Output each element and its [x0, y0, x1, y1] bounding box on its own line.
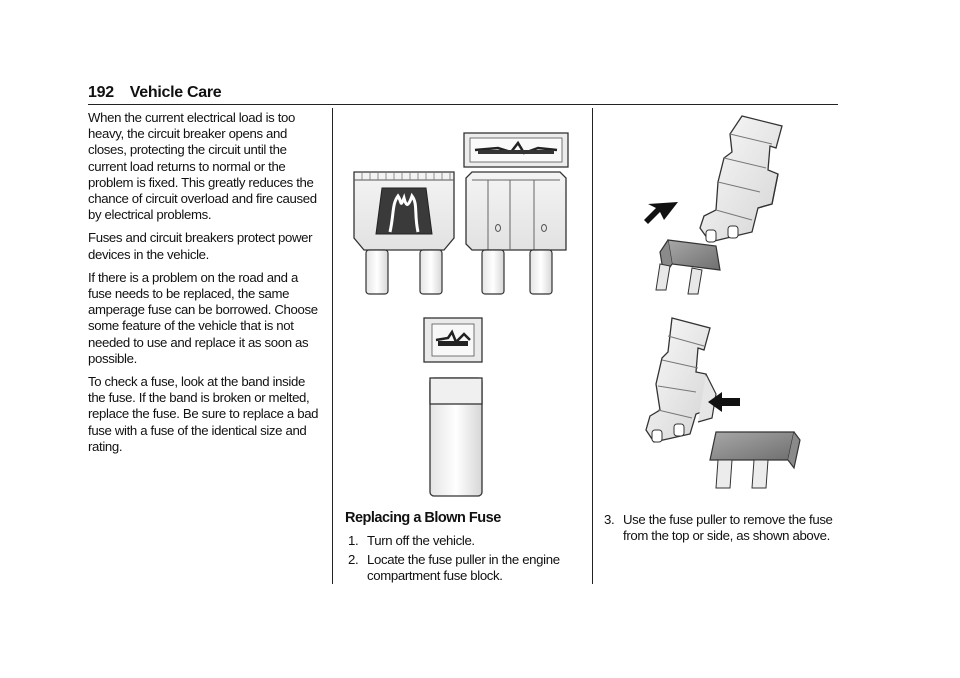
- mini-fuse-top-view: [463, 132, 569, 168]
- step-1: 1. Turn off the vehicle.: [348, 533, 582, 549]
- header-rule: [88, 104, 838, 105]
- mini-fuse-top-removal: [655, 239, 721, 295]
- steps-list-column-3: 3. Use the fuse puller to remove the fus…: [604, 512, 840, 547]
- paragraph-circuit-breaker: When the current electrical load is too …: [88, 110, 317, 223]
- step-3: 3. Use the fuse puller to remove the fus…: [604, 512, 840, 544]
- maxi-fuse-side-view: [429, 377, 483, 497]
- page-number: 192: [88, 84, 114, 101]
- section-title: Vehicle Care: [129, 84, 222, 101]
- paragraph-borrow-fuse: If there is a problem on the road and a …: [88, 269, 318, 366]
- step-2: 2. Locate the fuse puller in the engine …: [348, 552, 582, 584]
- steps-list-column-2: 1. Turn off the vehicle. 2. Locate the f…: [348, 533, 582, 588]
- step-text: Locate the fuse puller in the engine com…: [367, 552, 560, 584]
- step-number: 2.: [348, 552, 359, 568]
- step-text: Turn off the vehicle.: [367, 533, 475, 548]
- fuse-types-illustration: [353, 132, 569, 497]
- mini-fuse-side-view: [465, 171, 567, 295]
- column-divider-1: [332, 108, 333, 584]
- step-number: 1.: [348, 533, 359, 548]
- arrow-left-icon: [708, 392, 740, 412]
- paragraph-protect-devices: Fuses and circuit breakers protect power…: [88, 230, 313, 262]
- section-heading-replacing-fuse: Replacing a Blown Fuse: [345, 510, 501, 526]
- step-text: Use the fuse puller to remove the fuse f…: [623, 512, 833, 544]
- step-number: 3.: [604, 512, 615, 527]
- maxi-fuse-top-view: [423, 317, 483, 363]
- page-header: 192 Vehicle Care: [88, 84, 838, 104]
- column-divider-2: [592, 108, 593, 584]
- fuse-puller-illustration: [644, 115, 801, 489]
- arrow-down-left-icon: [644, 202, 678, 224]
- mini-fuse-side-removal: [709, 431, 801, 489]
- fuse-puller-side: [645, 317, 717, 443]
- mini-fuse-front-view: [353, 171, 455, 295]
- column-1-text: When the current electrical load is too …: [88, 110, 324, 462]
- paragraph-check-fuse: To check a fuse, look at the band inside…: [88, 374, 319, 454]
- fuse-puller-top: [699, 115, 783, 243]
